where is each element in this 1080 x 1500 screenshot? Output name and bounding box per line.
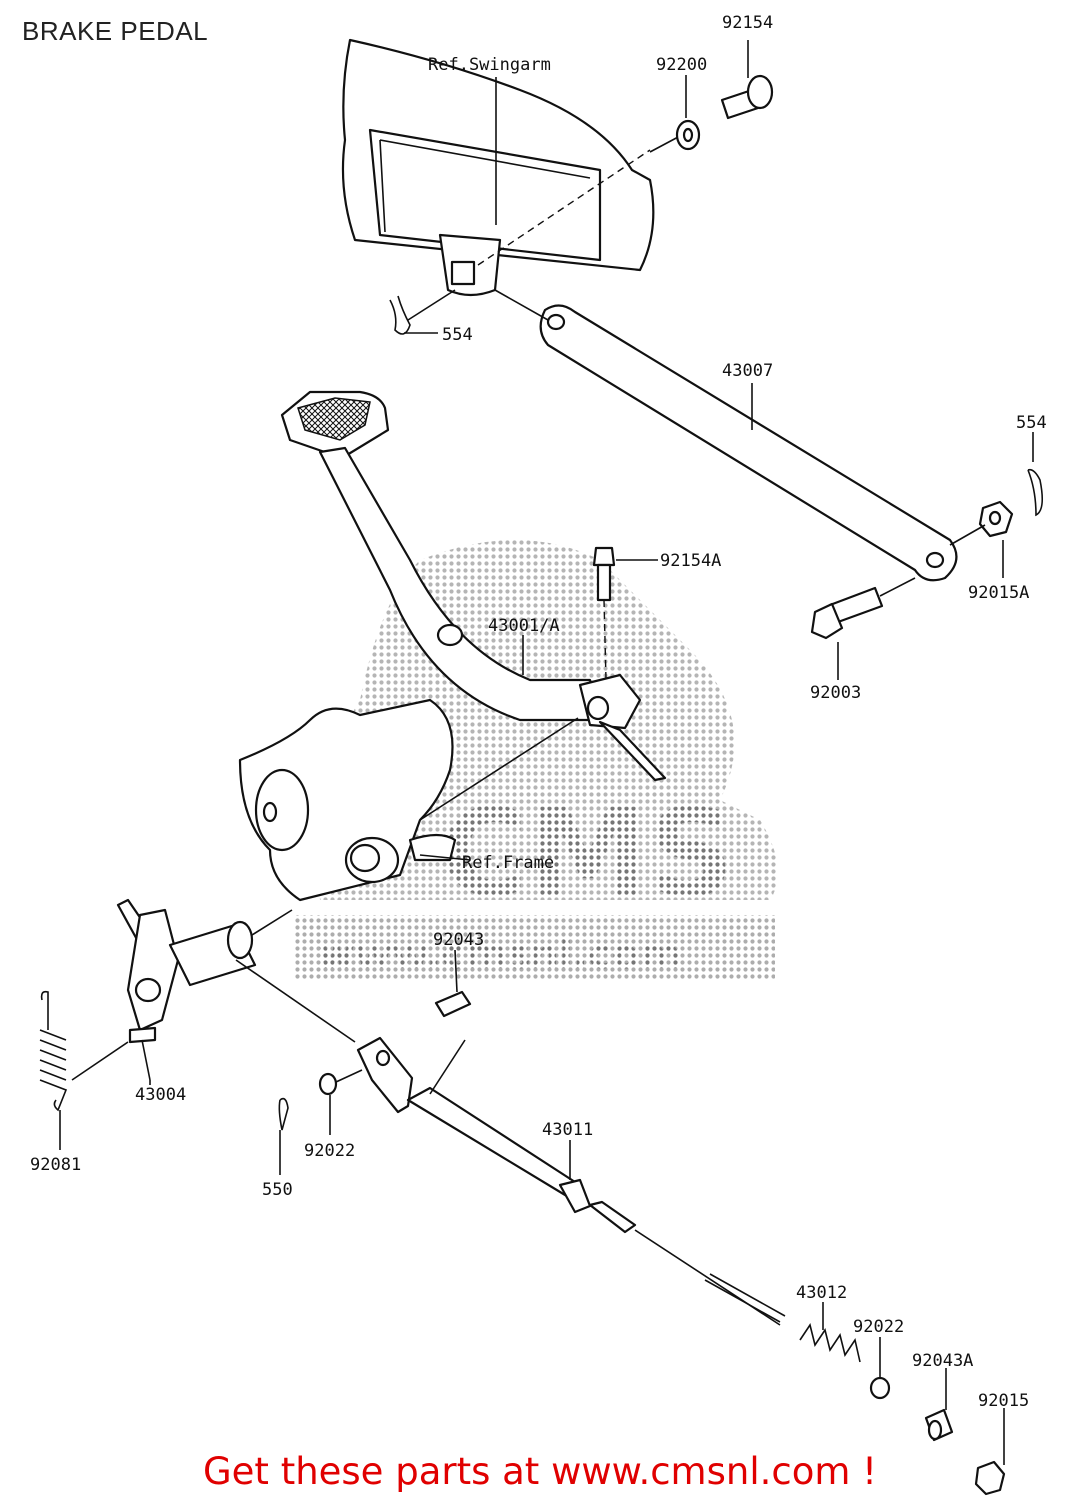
label-92043: 92043 <box>433 930 484 950</box>
nut-92015 <box>974 1460 1006 1496</box>
label-ref-frame: Ref.Frame <box>462 853 554 873</box>
washer-92022-left <box>318 1069 363 1096</box>
page-title: BRAKE PEDAL <box>22 16 209 46</box>
label-43007: 43007 <box>722 361 773 381</box>
label-92043A: 92043A <box>912 1351 973 1371</box>
shaft-43004 <box>116 898 356 1081</box>
label-550: 550 <box>262 1180 293 1200</box>
brake-pedal-43001A <box>280 390 667 821</box>
label-92022-left: 92022 <box>304 1141 355 1161</box>
label-92022-right: 92022 <box>853 1317 904 1337</box>
label-43011: 43011 <box>542 1120 593 1140</box>
cotter-pin-554-top <box>389 289 456 335</box>
label-92081: 92081 <box>30 1155 81 1175</box>
watermark-site: www.cmsnl.com <box>318 932 681 978</box>
bolt-92003 <box>810 577 916 640</box>
washer-92022-right <box>869 1376 891 1400</box>
part-labels: Ref.Swingarm 92154 92200 554 43007 554 9… <box>30 13 1047 1411</box>
label-92015A: 92015A <box>968 583 1029 603</box>
joint-92043A <box>924 1408 954 1442</box>
pin-92043 <box>434 949 472 1018</box>
label-43004: 43004 <box>135 1085 186 1105</box>
label-554-top: 554 <box>442 325 473 345</box>
nut-92015A <box>949 500 1014 546</box>
label-92200: 92200 <box>656 55 707 75</box>
cable-43011 <box>356 1036 786 1326</box>
spring-92081 <box>39 990 129 1112</box>
leader-lines <box>59 40 1034 1465</box>
spring-43012 <box>799 1323 861 1363</box>
label-92003: 92003 <box>810 683 861 703</box>
label-92015: 92015 <box>978 1391 1029 1411</box>
rod-43007 <box>494 289 958 582</box>
promo-banner[interactable]: Get these parts at www.cmsnl.com ! <box>202 1450 877 1493</box>
cotter-pin-550 <box>278 1097 289 1131</box>
label-92154A: 92154A <box>660 551 721 571</box>
cotter-pin-554-right <box>1027 468 1044 517</box>
label-43012: 43012 <box>796 1283 847 1303</box>
frame-reference <box>238 698 471 902</box>
label-92154: 92154 <box>722 13 773 33</box>
label-43001A: 43001/A <box>488 616 560 636</box>
watermark-logo: CMS <box>440 785 734 924</box>
label-554-right: 554 <box>1016 413 1047 433</box>
washer-92200 <box>675 119 701 151</box>
bolt-92154A <box>592 546 616 681</box>
swingarm-reference <box>341 38 696 297</box>
bolt-92154 <box>720 74 774 120</box>
label-ref-swingarm: Ref.Swingarm <box>428 55 551 75</box>
watermark-site-band <box>295 915 775 980</box>
